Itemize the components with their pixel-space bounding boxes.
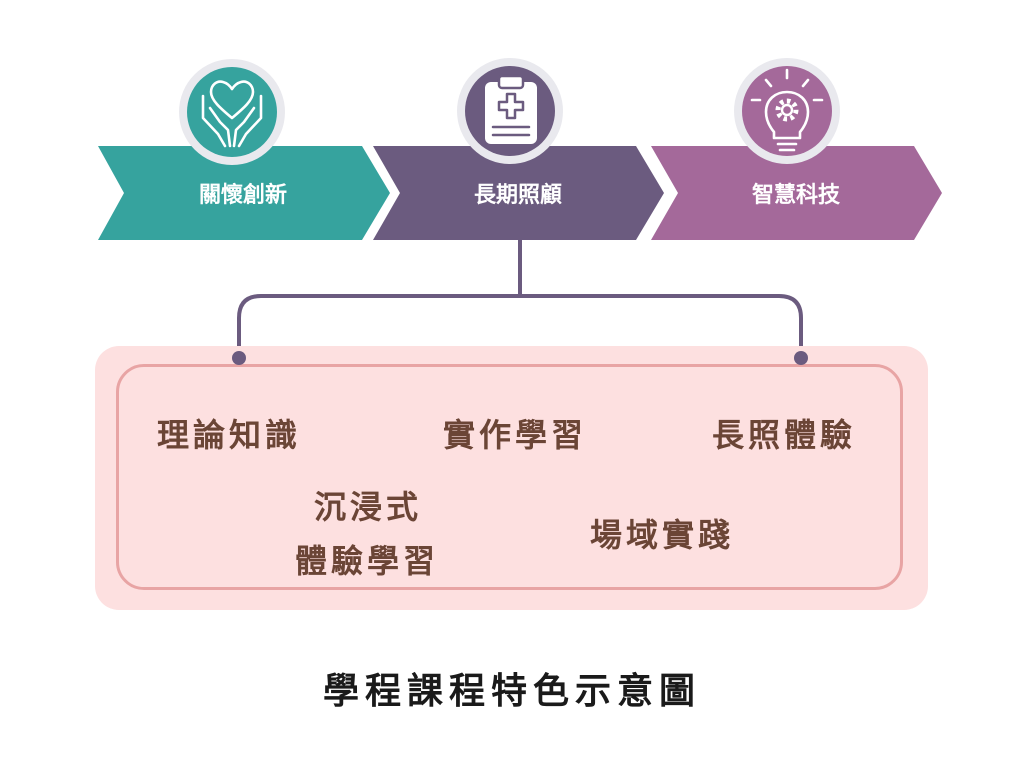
- connector-dot-right: [794, 351, 808, 365]
- feature-ltc-experience: 長照體驗: [712, 416, 857, 454]
- feature-immersive-line2: 體驗學習: [295, 542, 440, 580]
- step-arrow-2: [373, 146, 664, 240]
- hands-heart-icon: [179, 59, 285, 165]
- features-panel: [95, 346, 928, 610]
- medical-clipboard-icon: [457, 58, 563, 164]
- step-label-smart-tech: 智慧科技: [751, 183, 840, 208]
- step-arrow-3: [651, 146, 942, 240]
- step-arrow-1: [98, 146, 390, 240]
- connector: [237, 240, 803, 358]
- feature-field: 場域實踐: [590, 516, 735, 554]
- step-label-long-term-care: 長期照顧: [473, 183, 562, 208]
- lightbulb-gear-icon: [734, 58, 840, 164]
- diagram-caption: 學程課程特色示意圖: [322, 670, 701, 712]
- features-panel-border: [116, 364, 903, 590]
- feature-theory: 理論知識: [157, 416, 302, 454]
- feature-immersive-line1: 沉浸式: [314, 488, 423, 526]
- step-label-care-innovation: 關懷創新: [198, 183, 287, 208]
- connector-dot-left: [232, 351, 246, 365]
- feature-practice: 實作學習: [443, 416, 588, 454]
